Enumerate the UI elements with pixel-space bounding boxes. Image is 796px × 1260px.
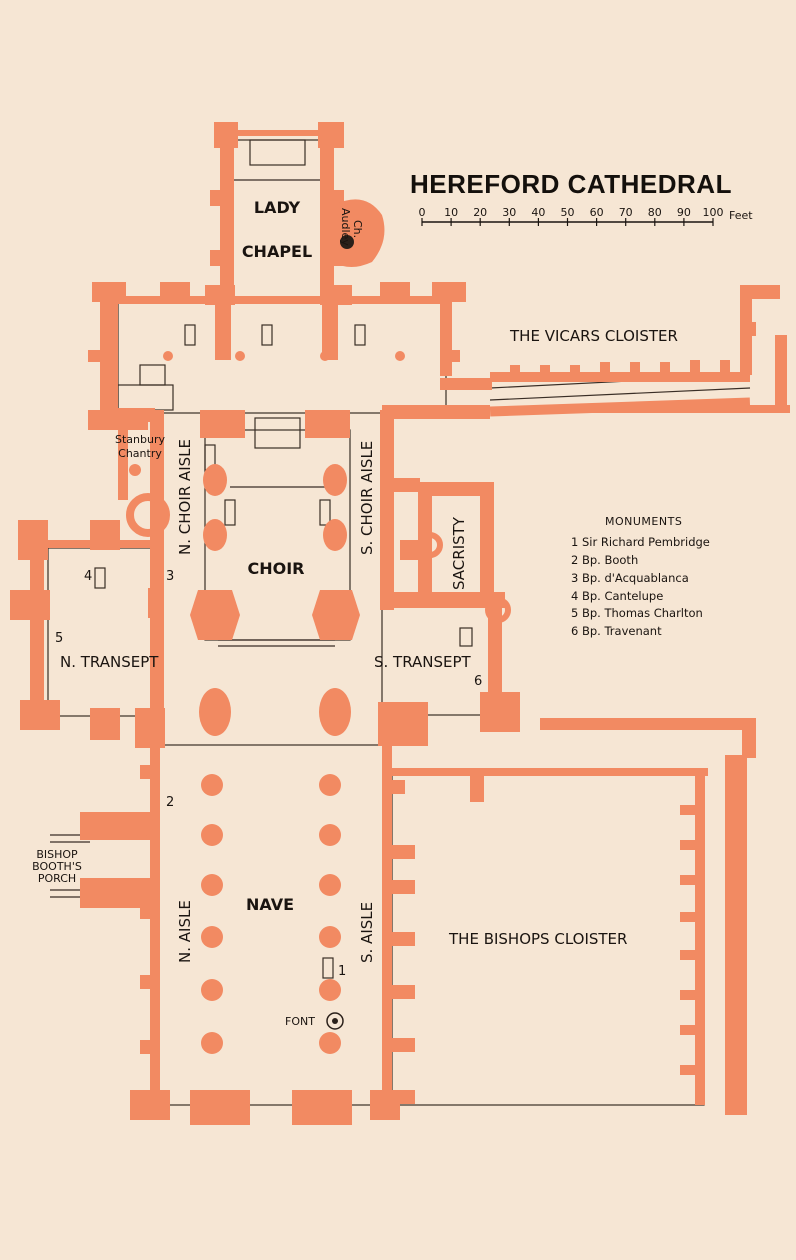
monuments-heading: MONUMENTS — [605, 515, 682, 528]
label-choir: CHOIR — [247, 559, 304, 578]
scale-tick-label: 80 — [648, 206, 662, 219]
masonry — [10, 122, 790, 1125]
map-title: HEREFORD CATHEDRAL — [410, 169, 732, 199]
label-bishop-booths-porch-line3: PORCH — [38, 872, 76, 885]
label-vicars-cloister: THE VICARS CLOISTER — [509, 327, 678, 345]
scale-tick-label: 60 — [590, 206, 604, 219]
monument-item: 2 Bp. Booth — [571, 553, 638, 567]
label-bishops-cloister: THE BISHOPS CLOISTER — [448, 930, 627, 948]
label-audley-chapel-line1: Audley — [339, 208, 352, 246]
label-n-transept: N. TRANSEPT — [60, 653, 159, 671]
marker-3: 3 — [166, 569, 174, 584]
monument-item: 1 Sir Richard Pembridge — [571, 535, 710, 549]
monument-item: 4 Bp. Cantelupe — [571, 589, 663, 603]
label-audley-chapel-line2: Ch. — [351, 220, 364, 238]
label-font: FONT — [285, 1015, 315, 1028]
label-stanbury-chantry-line1: Stanbury — [115, 433, 165, 446]
scale-tick-label: 50 — [561, 206, 575, 219]
marker-5: 5 — [55, 631, 63, 646]
scale-unit: Feet — [729, 209, 753, 222]
monument-item: 3 Bp. d'Acquablanca — [571, 571, 689, 585]
scale-tick-label: 40 — [531, 206, 545, 219]
label-s-transept: S. TRANSEPT — [374, 653, 472, 671]
scale-bar: Feet 0 10 20 30 40 50 60 70 80 90 100 — [419, 206, 753, 226]
label-bishop-booths-porch-line2: BOOTH'S — [32, 860, 82, 873]
font-basin — [326, 1012, 344, 1030]
marker-6: 6 — [474, 674, 482, 689]
label-s-choir-aisle: S. CHOIR AISLE — [358, 441, 376, 555]
scale-tick-label: 90 — [677, 206, 691, 219]
marker-2: 2 — [166, 795, 174, 810]
monuments-legend: MONUMENTS 1 Sir Richard Pembridge 2 Bp. … — [571, 515, 710, 638]
scale-tick-label: 10 — [444, 206, 458, 219]
label-n-aisle: N. AISLE — [176, 900, 194, 963]
label-sacristy: SACRISTY — [450, 516, 468, 590]
label-bishop-booths-porch-line1: BISHOP — [36, 848, 78, 861]
label-lady-chapel-line2: CHAPEL — [242, 242, 312, 261]
scale-tick-label: 100 — [703, 206, 724, 219]
label-n-choir-aisle: N. CHOIR AISLE — [176, 439, 194, 555]
label-s-aisle: S. AISLE — [358, 902, 376, 963]
marker-1: 1 — [338, 964, 346, 979]
stair-details — [332, 235, 354, 1024]
label-stanbury-chantry-line2: Chantry — [118, 447, 162, 460]
label-nave: NAVE — [246, 895, 294, 914]
label-lady-chapel-line1: LADY — [254, 198, 301, 217]
marker-4: 4 — [84, 569, 92, 584]
scale-tick-label: 30 — [502, 206, 516, 219]
monument-item: 6 Bp. Travenant — [571, 624, 662, 638]
scale-tick-label: 70 — [619, 206, 633, 219]
scale-tick-label: 20 — [473, 206, 487, 219]
scale-tick-label: 0 — [419, 206, 426, 219]
monument-item: 5 Bp. Thomas Charlton — [571, 606, 703, 620]
